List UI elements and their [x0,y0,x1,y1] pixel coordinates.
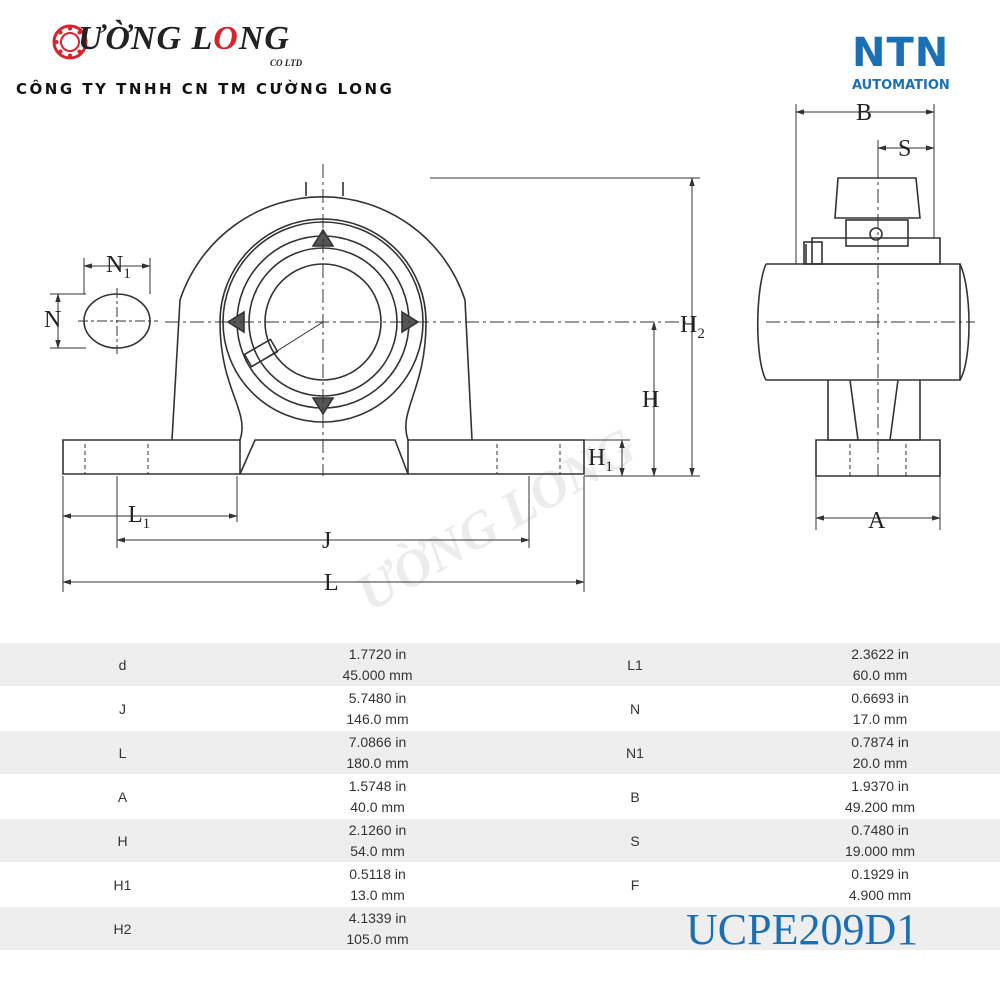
dim-label-l1: L1 [128,502,150,532]
side-view [756,164,975,477]
spec-key: L1 [510,643,760,687]
company-name: CÔNG TY TNHH CN TM CƯỜNG LONG [16,80,395,98]
front-view [62,164,690,476]
spec-row: A 1.5748 in 40.0 mm B 1.9370 in 49.200 mm [0,775,1000,819]
spec-value-line: 54.0 mm [350,842,405,859]
spec-value-empty [760,906,1000,951]
dim-label-b: B [856,100,872,126]
spec-value-line: 4.1339 in [348,909,407,926]
spec-value-line: 7.0866 in [348,733,407,750]
spec-value: 1.7720 in 45.000 mm [245,643,510,687]
spec-key: J [119,700,126,717]
spec-value-line: 60.0 mm [852,666,908,683]
cuong-long-logo: ƯỜNG LONG CO LTD CÔNG TY TNHH CN TM CƯỜN… [10,12,392,102]
spec-value-line: 1.5748 in [348,777,407,794]
spec-value: 0.6693 in 17.0 mm [760,687,1000,731]
vertical-dimensions [430,177,700,477]
spec-value-line: 0.7480 in [851,821,909,838]
spec-key: A [117,788,128,805]
spec-key: S [510,818,760,863]
spec-key: L [0,730,245,775]
ntn-logo: NTN AUTOMATION [850,30,970,100]
brand-name-end: NG [238,20,290,57]
spec-key: d [0,643,245,687]
brand-name-part: ƯỜNG L [78,20,214,57]
side-dimensions [795,104,941,530]
dim-label-h1: H1 [588,445,613,475]
spec-row: J 5.7480 in 146.0 mm N 0.6693 in 17.0 mm [0,687,1000,731]
spec-value: 7.0866 in 180.0 mm [245,730,510,775]
brand-name-o: O [213,20,239,57]
spec-value: 0.1929 in 4.900 mm [760,863,1000,907]
spec-value-line: 2.1260 in [348,821,407,838]
spec-value: 5.7480 in 146.0 mm [245,687,510,731]
spec-row: L 7.0866 in 180.0 mm N1 0.7874 in 20.0 mm [0,730,1000,775]
spec-value-line: 20.0 mm [852,754,908,771]
spec-value: 2.1260 in 54.0 mm [245,818,510,863]
brand-suffix: CO LTD [270,58,303,68]
spec-value-line: 105.0 mm [346,930,409,947]
technical-drawing: ƯỜNG LONG [44,100,975,623]
spec-key: H [0,818,245,863]
spec-value-line: 0.5118 in [349,865,406,882]
brand-name: ƯỜNG LONG [78,20,290,58]
horizontal-dimensions [62,476,585,592]
dim-label-n: N [44,307,61,333]
spec-table: d 1.7720 in 45.000 mm L1 2.3622 in 60.0 mm J 5.… [0,643,1000,951]
spec-key: H2 [0,906,245,951]
spec-value: 0.7480 in 19.000 mm [760,818,1000,863]
spec-key-empty [510,906,760,951]
spec-value-line: 19.000 mm [844,842,916,859]
spec-key: N1 [510,730,760,775]
bearing-ring-icon [52,24,88,60]
spec-value-line: 49.200 mm [844,798,916,815]
spec-value-line: 0.6693 in [851,689,909,706]
spec-value-line: 1.7720 in [348,645,407,662]
spec-value: 2.3622 in 60.0 mm [760,643,1000,687]
spec-value-line: 17.0 mm [852,710,908,727]
ntn-logo-sub: AUTOMATION [852,78,950,93]
spec-value-line: 1.9370 in [851,777,909,794]
spec-value-line: 146.0 mm [346,710,409,727]
spec-value-line: 0.1929 in [851,865,909,882]
dim-label-h: H [642,387,659,413]
spec-key: H1 [113,876,132,893]
ntn-logo-word: NTN [852,30,950,76]
spec-value: 1.5748 in 40.0 mm [245,775,510,819]
model-number: UCPE209D1 [686,905,919,954]
dim-label-h2: H2 [680,312,705,342]
spec-key: B [630,788,640,805]
dim-label-n1: N1 [106,252,131,282]
dim-label-a: A [868,508,886,534]
spec-value-line: 13.0 mm [350,886,405,903]
spec-value: 0.7874 in 20.0 mm [760,730,1000,775]
spec-row: H 2.1260 in 54.0 mm S 0.7480 in 19.000 mm [0,818,1000,863]
spec-key: F [630,876,640,893]
spec-value-line: 4.900 mm [848,886,912,903]
spec-value-line: 45.000 mm [342,666,413,683]
spec-value: 1.9370 in 49.200 mm [760,775,1000,819]
dim-label-s: S [898,136,911,162]
spec-value-line: 2.3622 in [851,645,909,662]
spec-value-line: 180.0 mm [346,754,409,771]
slot-detail [50,258,158,354]
spec-value-line: 5.7480 in [348,689,407,706]
spec-row: d 1.7720 in 45.000 mm L1 2.3622 in 60.0 mm [0,643,1000,687]
spec-value: 0.5118 in 13.0 mm [245,863,510,907]
spec-key: N [629,700,641,717]
dim-label-j: J [322,528,331,554]
spec-value-line: 40.0 mm [350,798,405,815]
dim-label-l: L [324,570,339,596]
spec-value-line: 0.7874 in [851,733,909,750]
spec-value: 4.1339 in 105.0 mm [245,906,510,951]
spec-row: H2 4.1339 in 105.0 mm [0,906,1000,951]
spec-row: H1 0.5118 in 13.0 mm F 0.1929 in 4.900 mm [0,863,1000,907]
